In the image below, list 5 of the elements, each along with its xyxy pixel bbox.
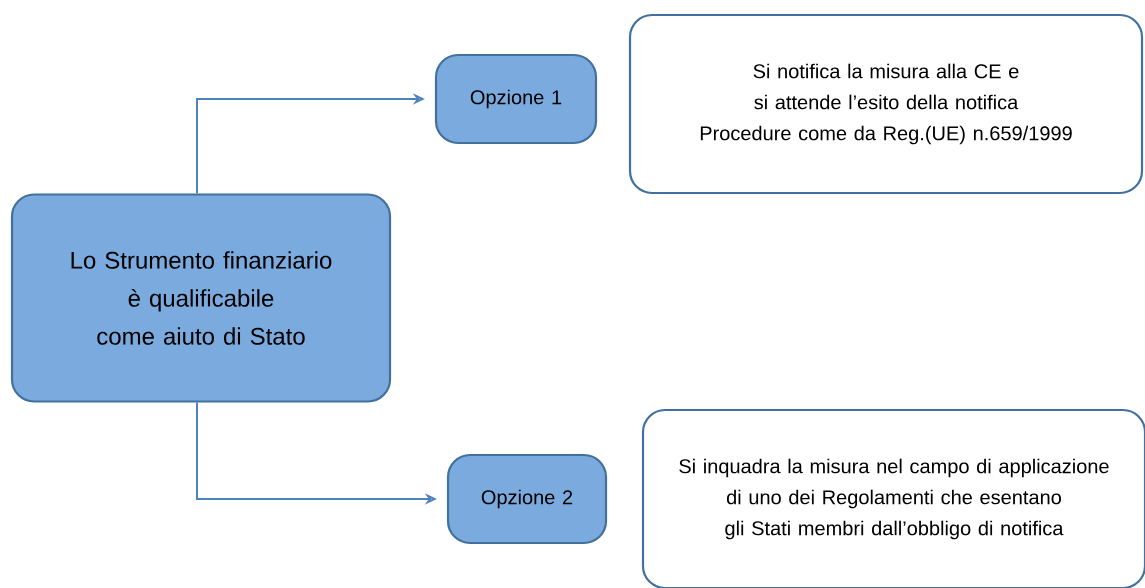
option-box: Opzione 1: [434, 53, 598, 145]
text-box: Si notifica la misura alla CE e si attende l’esito della notifica Procedure come da Reg.(UE) n.659/1999: [628, 13, 1144, 195]
statement-box: Lo Strumento finanziario è qualificabile come aiuto di Stato: [10, 193, 392, 403]
text-box: Si inquadra la misura nel campo di applicazione di uno dei Regolamenti che esentano gli Stati membri dall’obbligo di notifica: [641, 408, 1145, 588]
option-box: Opzione 2: [446, 453, 608, 545]
